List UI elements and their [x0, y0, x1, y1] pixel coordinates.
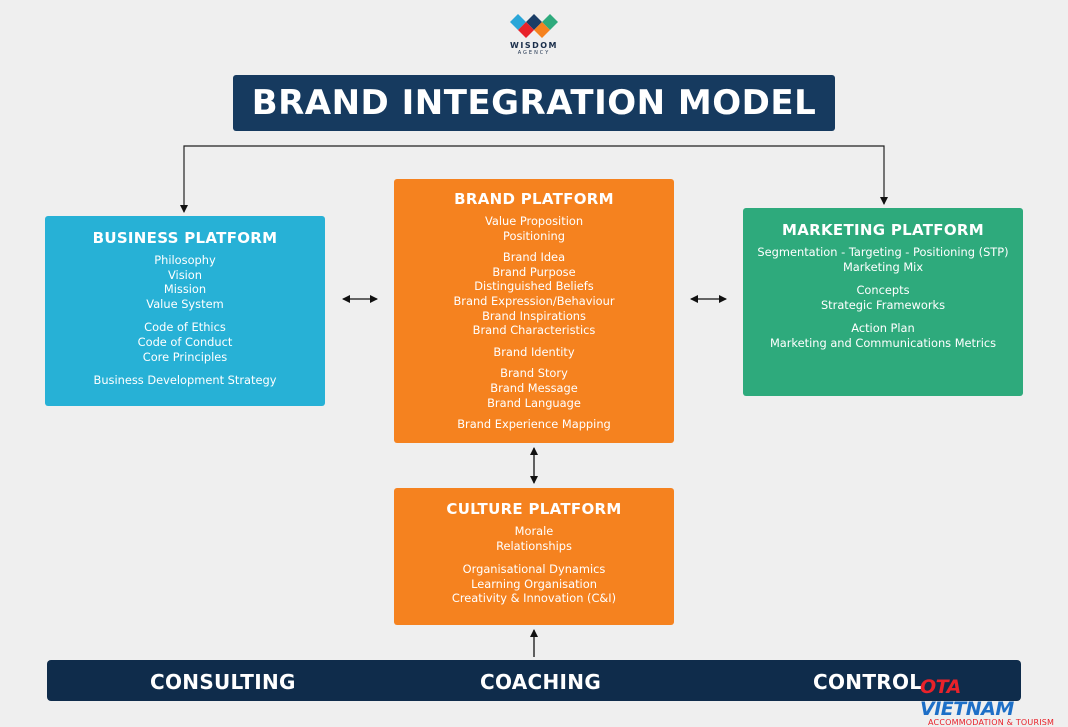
brand-item: Brand Experience Mapping: [457, 417, 611, 432]
business-platform-box: BUSINESS PLATFORM Philosophy Vision Miss…: [45, 216, 325, 406]
top-connector-line: [180, 145, 888, 213]
business-platform-title: BUSINESS PLATFORM: [92, 229, 278, 247]
watermark-vietnam: VIETNAM: [920, 698, 1014, 720]
brand-item: Value Proposition: [484, 214, 584, 228]
culture-platform-title: CULTURE PLATFORM: [446, 500, 622, 518]
business-item: Vision: [168, 267, 202, 282]
culture-item: Morale: [514, 524, 554, 538]
brand-item: Brand Characteristics: [472, 323, 596, 338]
business-item: Philosophy: [154, 253, 216, 267]
culture-platform-box: CULTURE PLATFORM Morale Relationships Or…: [394, 488, 674, 625]
brand-group: Brand Story Brand Message Brand Language: [394, 366, 674, 410]
marketing-item: Marketing Mix: [842, 259, 924, 274]
brand-item: Brand Purpose: [492, 264, 576, 279]
brand-platform-box: BRAND PLATFORM Value Proposition Positio…: [394, 179, 674, 443]
logo-diamonds-icon: [510, 14, 558, 38]
brand-item: Brand Inspirations: [482, 308, 586, 323]
business-item: Mission: [163, 282, 207, 297]
logo-name: WISDOM: [510, 41, 558, 50]
page-title: BRAND INTEGRATION MODEL: [251, 83, 817, 123]
marketing-item: Segmentation - Targeting - Positioning (…: [757, 245, 1009, 259]
marketing-item: Marketing and Communications Metrics: [769, 335, 997, 350]
watermark-subtitle: ACCOMMODATION & TOURISM: [928, 718, 1055, 727]
control-label: CONTROL: [813, 670, 923, 694]
marketing-group: Concepts Strategic Frameworks: [743, 283, 1023, 312]
culture-item: Relationships: [496, 538, 572, 553]
brand-item: Brand Idea: [502, 250, 566, 265]
business-group: Code of Ethics Code of Conduct Core Prin…: [45, 320, 325, 364]
culture-group: Morale Relationships: [394, 524, 674, 553]
brand-item: Brand Expression/Behaviour: [453, 293, 615, 308]
brand-item: Distinguished Beliefs: [474, 279, 594, 294]
brand-item: Positioning: [503, 228, 565, 243]
business-item: Value System: [146, 296, 224, 311]
bottom-banner: CONSULTING COACHING CONTROL: [47, 660, 1021, 701]
brand-item: Brand Identity: [493, 344, 575, 359]
marketing-group: Segmentation - Targeting - Positioning (…: [743, 245, 1023, 274]
brand-group: Brand Experience Mapping: [394, 417, 674, 432]
culture-item: Organisational Dynamics: [462, 562, 606, 577]
wisdom-agency-logo: WISDOM AGENCY: [500, 12, 568, 68]
brand-group: Brand Identity: [394, 345, 674, 360]
culture-group: Organisational Dynamics Learning Organis…: [394, 562, 674, 606]
business-item: Core Principles: [142, 349, 228, 364]
brand-platform-title: BRAND PLATFORM: [454, 190, 614, 208]
marketing-item: Action Plan: [851, 321, 915, 336]
business-group: Philosophy Vision Mission Value System: [45, 253, 325, 311]
marketing-item: Strategic Frameworks: [820, 297, 946, 312]
ota-vietnam-watermark: OTA VIETNAM ACCOMMODATION & TOURISM: [920, 676, 1060, 727]
marketing-platform-title: MARKETING PLATFORM: [782, 221, 984, 239]
marketing-platform-box: MARKETING PLATFORM Segmentation - Target…: [743, 208, 1023, 396]
marketing-item: Concepts: [856, 283, 910, 298]
brand-item: Brand Language: [487, 395, 581, 410]
logo-subtitle: AGENCY: [517, 50, 551, 56]
business-group: Business Development Strategy: [45, 373, 325, 388]
title-banner: BRAND INTEGRATION MODEL: [233, 75, 835, 131]
watermark-ota: OTA: [920, 676, 961, 698]
watermark-main: OTA VIETNAM: [920, 676, 1060, 720]
business-item: Code of Ethics: [144, 320, 226, 335]
brand-group: Brand Idea Brand Purpose Distinguished B…: [394, 250, 674, 338]
culture-item: Creativity & Innovation (C&I): [451, 591, 617, 606]
brand-group: Value Proposition Positioning: [394, 214, 674, 243]
culture-item: Learning Organisation: [471, 576, 597, 591]
business-item: Code of Conduct: [137, 334, 233, 349]
marketing-group: Action Plan Marketing and Communications…: [743, 321, 1023, 350]
business-item: Business Development Strategy: [93, 373, 277, 388]
coaching-label: COACHING: [480, 670, 602, 694]
brand-item: Brand Story: [500, 366, 568, 381]
consulting-label: CONSULTING: [150, 670, 296, 694]
brand-item: Brand Message: [490, 380, 578, 395]
